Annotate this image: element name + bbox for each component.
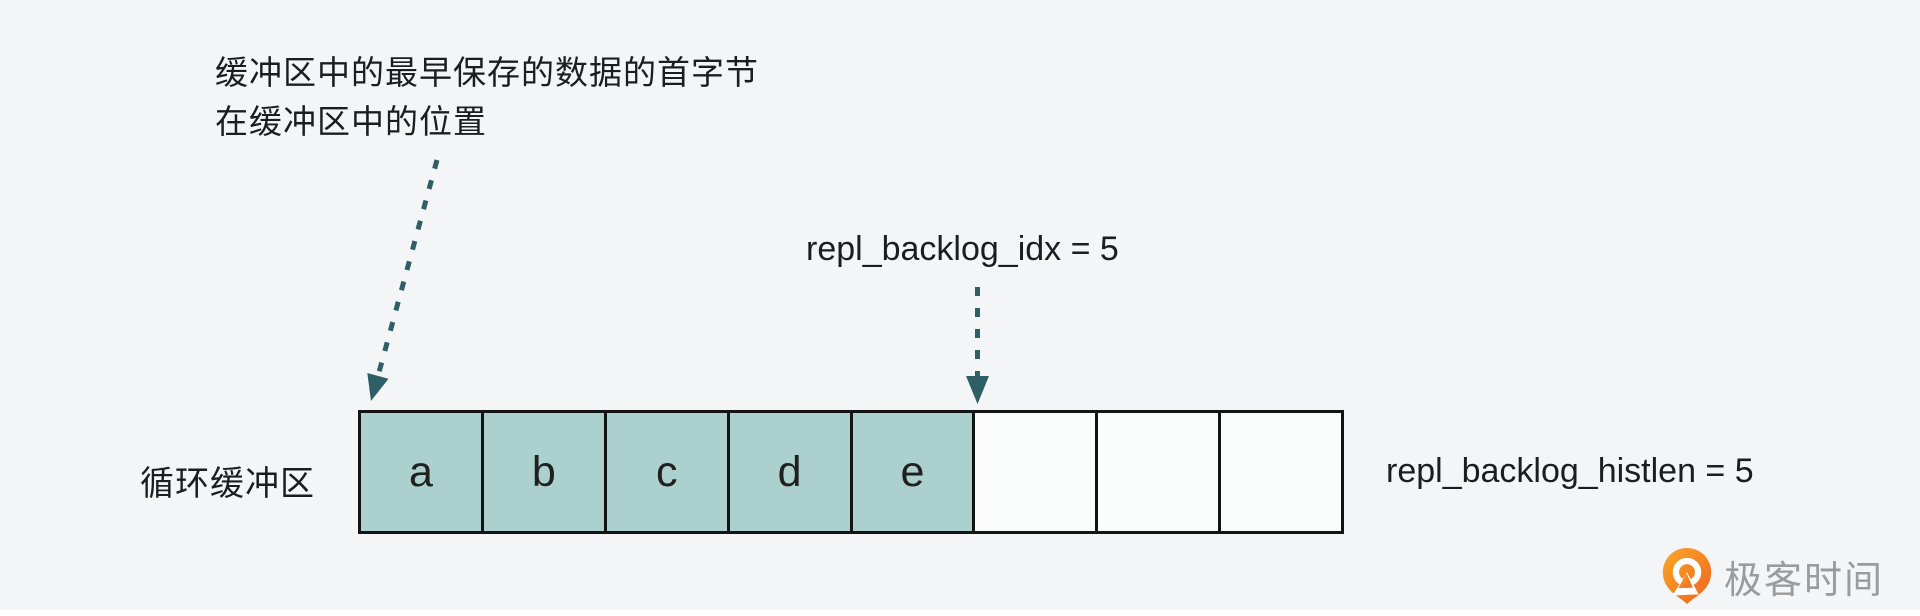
- cell-label: b: [531, 447, 556, 496]
- geektime-logo-text: 极客时间: [1724, 559, 1885, 602]
- idx-pointer-arrow: [966, 287, 989, 404]
- buffer-cell-empty: [975, 413, 1099, 531]
- repl-backlog-idx-label: repl_backlog_idx = 5: [806, 230, 1119, 268]
- annotation-line-2: 在缓冲区中的位置: [215, 103, 487, 140]
- circular-buffer-title: 循环缓冲区: [140, 465, 315, 503]
- cell-label: c: [655, 447, 678, 496]
- annotation-arrow: [367, 159, 440, 401]
- annotation-line-1: 缓冲区中的最早保存的数据的首字节: [215, 54, 759, 91]
- buffer-cell: c: [606, 413, 730, 531]
- buffer-cell: e: [852, 413, 976, 531]
- buffer-cell-empty: [1098, 413, 1222, 531]
- buffer-cell-empty: [1221, 413, 1341, 531]
- annotation-text: 缓冲区中的最早保存的数据的首字节 在缓冲区中的位置: [215, 48, 759, 146]
- geektime-logo: 极客时间: [1658, 546, 1884, 606]
- buffer-cell: b: [483, 413, 607, 531]
- buffer-cell: d: [729, 413, 853, 531]
- cell-label: d: [777, 447, 802, 496]
- bottom-divider: [0, 610, 1920, 616]
- cell-label: a: [408, 447, 433, 496]
- circular-buffer: a b c d e: [358, 410, 1344, 534]
- geektime-logo-icon: [1662, 547, 1712, 605]
- repl-backlog-histlen-label: repl_backlog_histlen = 5: [1386, 452, 1754, 490]
- cell-label: e: [900, 447, 925, 496]
- buffer-cell: a: [361, 413, 484, 531]
